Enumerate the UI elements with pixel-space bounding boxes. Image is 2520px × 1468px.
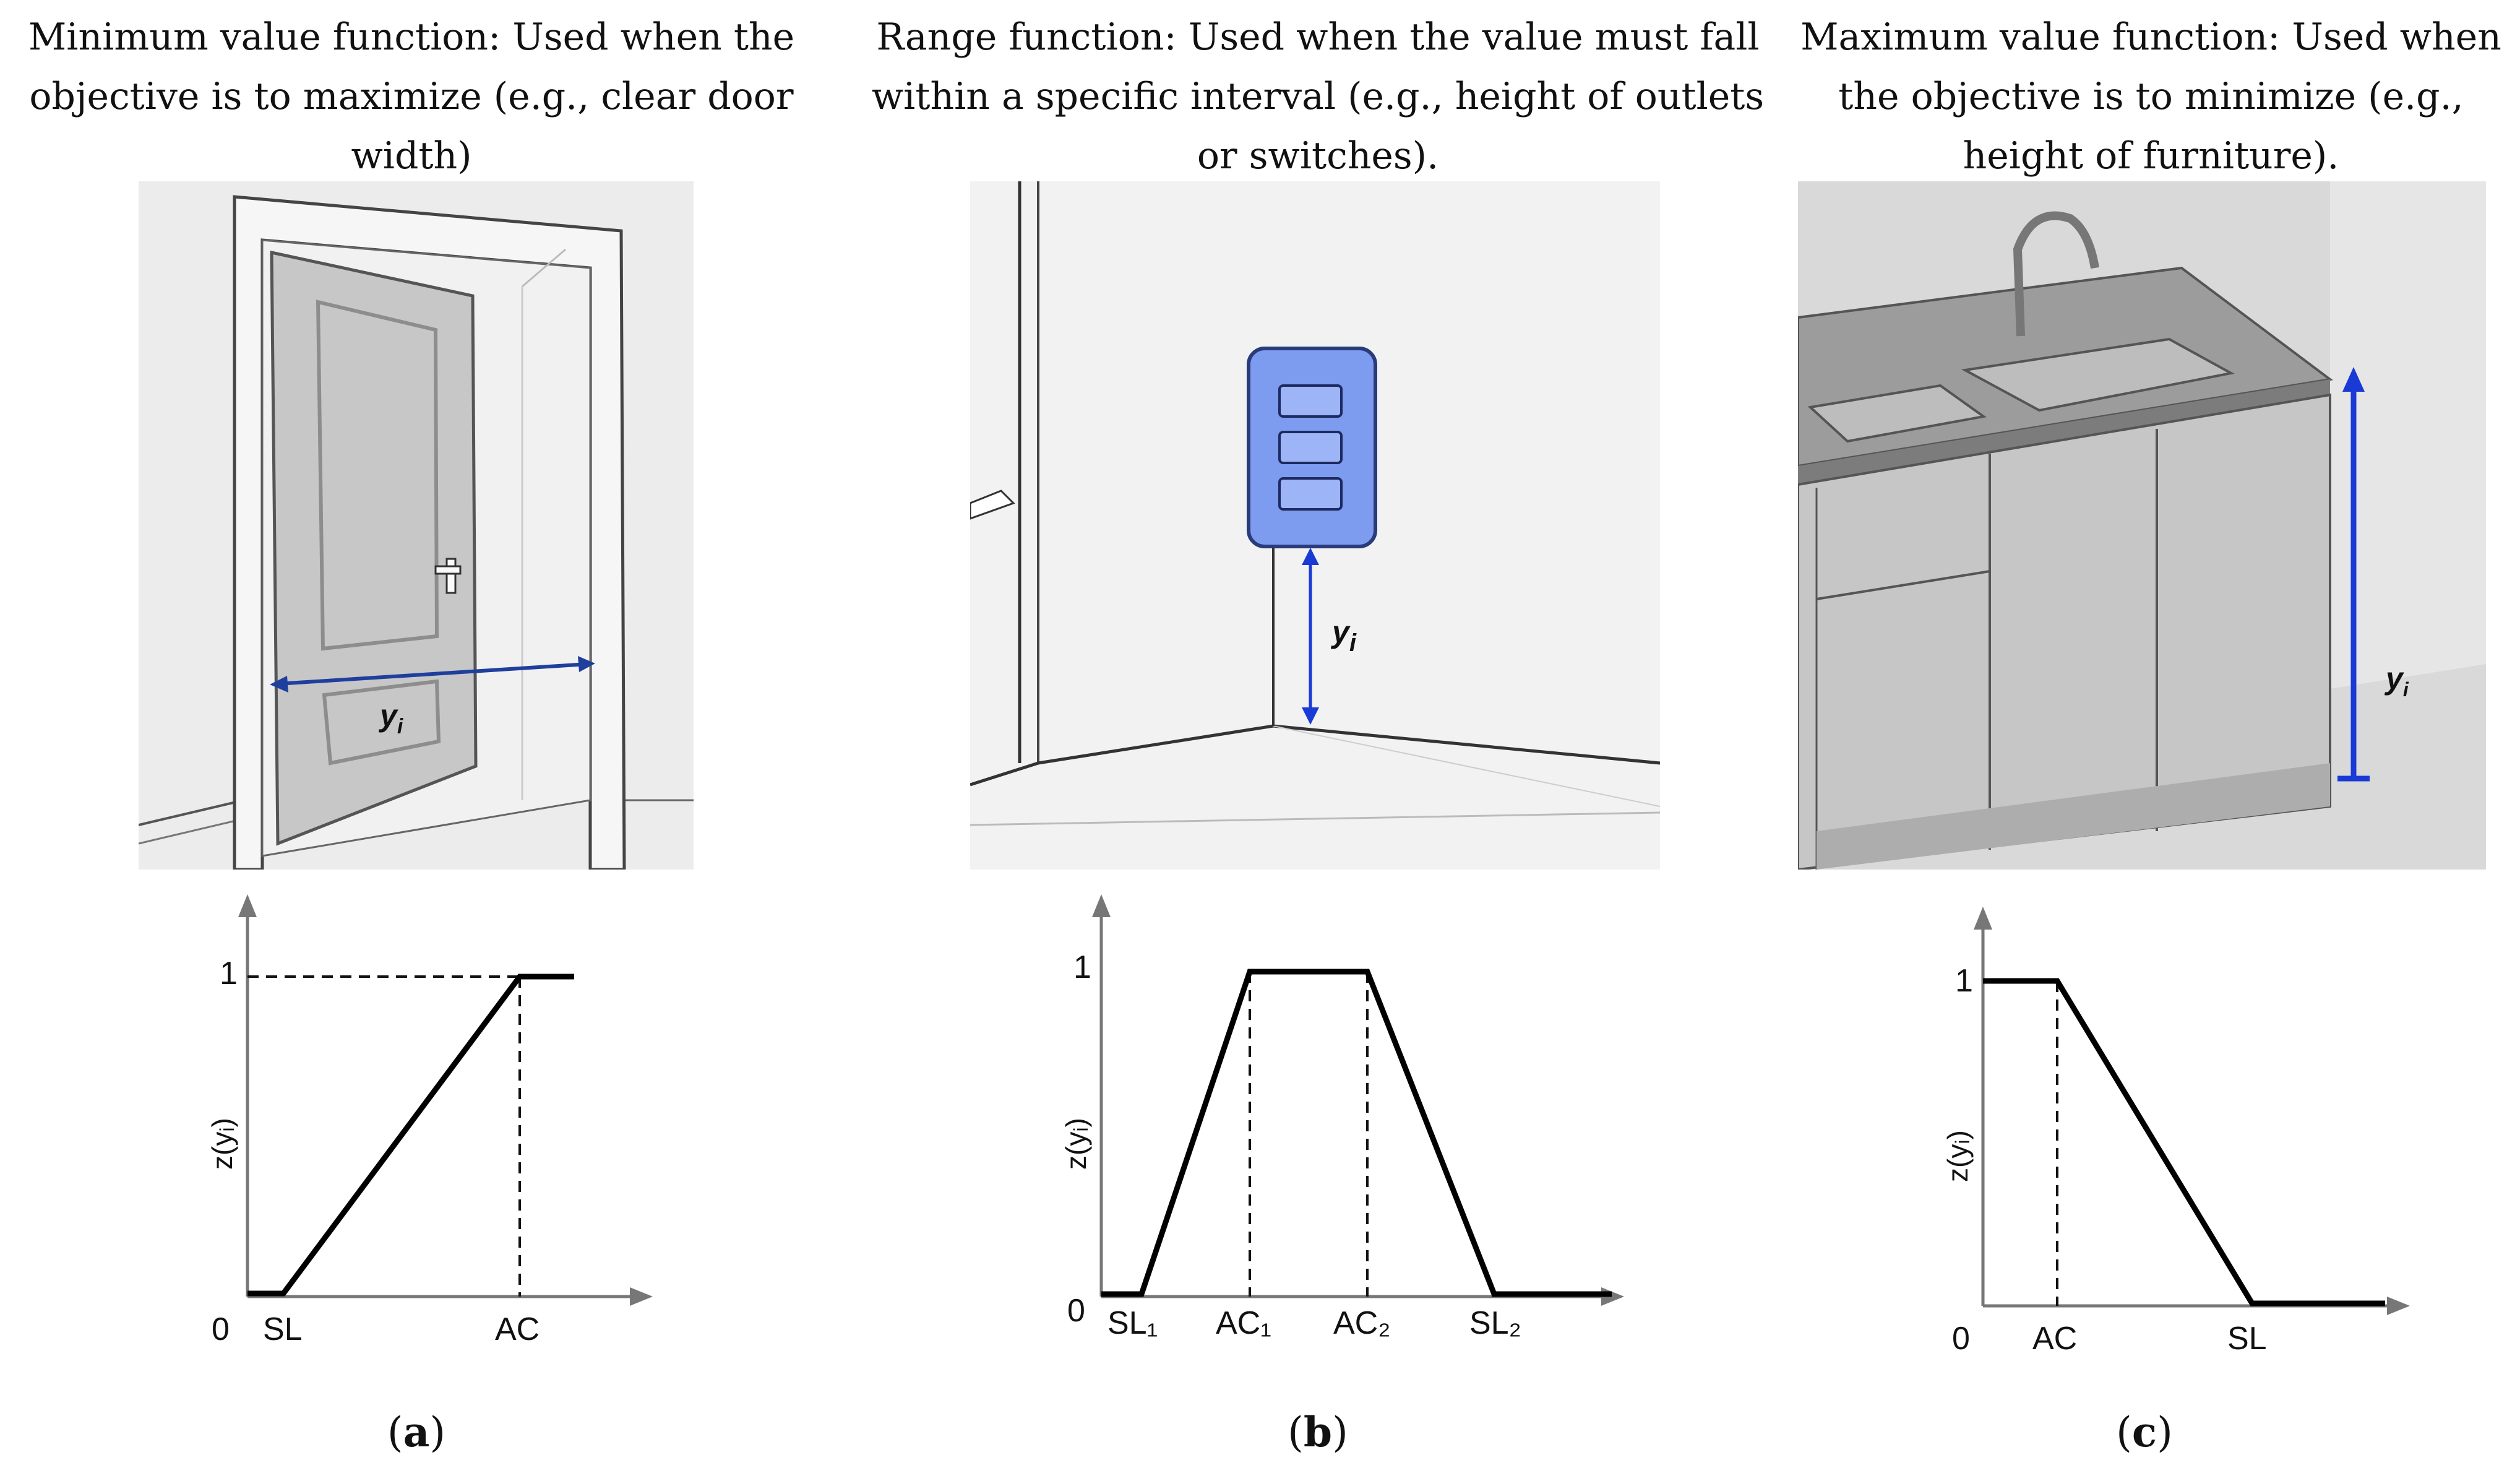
x-axis-label: yᵢ <box>423 1354 442 1355</box>
x-axis-label: yᵢ <box>1299 1345 1318 1355</box>
origin-label: 0 <box>1952 1321 1970 1355</box>
y-tick-one: 1 <box>1955 963 1973 999</box>
y-axis-label: z(yᵢ) <box>206 1118 238 1170</box>
caption-minimum-value-function: Minimum value function: Used when the ob… <box>28 15 795 178</box>
x-tick-ac1: AC₁ <box>1216 1305 1271 1341</box>
x-tick-ac: AC <box>495 1311 540 1347</box>
y-axis-label: z(yᵢ) <box>1942 1130 1974 1182</box>
width-arrow <box>277 662 588 686</box>
subfigure-label-c: (c) <box>2116 1408 2173 1456</box>
x-tick-sl2: SL₂ <box>1469 1305 1521 1341</box>
origin-label: 0 <box>1067 1293 1085 1329</box>
y-axis-label: z(yᵢ) <box>1060 1118 1092 1170</box>
origin-label: 0 <box>212 1311 230 1347</box>
caption-maximum-value-function: Maximum value function: Used when the ob… <box>1800 15 2501 178</box>
y-tick-one: 1 <box>220 956 238 991</box>
outlet-height-label: yi <box>1330 615 1357 657</box>
x-tick-ac: AC <box>2032 1321 2077 1355</box>
membership-line <box>1101 969 1612 1297</box>
graph-minimum-value: 1 0 SL AC yᵢ z(yᵢ) <box>186 885 681 1355</box>
furniture-height-label: yi <box>2384 661 2409 701</box>
caption-range-function: Range function: Used when the value must… <box>871 15 1765 178</box>
cabinet-illustration: yi <box>1798 181 2486 870</box>
subfigure-label-b: (b) <box>1288 1408 1348 1456</box>
door-width-label: yi <box>378 698 404 738</box>
outlet-illustration: yi <box>970 181 1660 870</box>
graph-range: 1 0 SL₁ AC₁ AC₂ SL₂ yᵢ z(yᵢ) <box>1015 885 1633 1355</box>
x-tick-sl1: SL₁ <box>1107 1305 1158 1341</box>
x-tick-sl: SL <box>2227 1321 2267 1355</box>
membership-line <box>1983 978 2385 1306</box>
x-tick-ac2: AC₂ <box>1333 1305 1390 1341</box>
y-tick-one: 1 <box>1073 949 1091 985</box>
membership-line <box>247 974 574 1297</box>
graph-maximum-value: 1 0 AC SL yᵢ z(yᵢ) <box>1906 885 2432 1355</box>
door-illustration: yi <box>139 181 694 870</box>
subfigure-label-a: (a) <box>387 1408 446 1456</box>
x-tick-sl: SL <box>263 1311 303 1347</box>
